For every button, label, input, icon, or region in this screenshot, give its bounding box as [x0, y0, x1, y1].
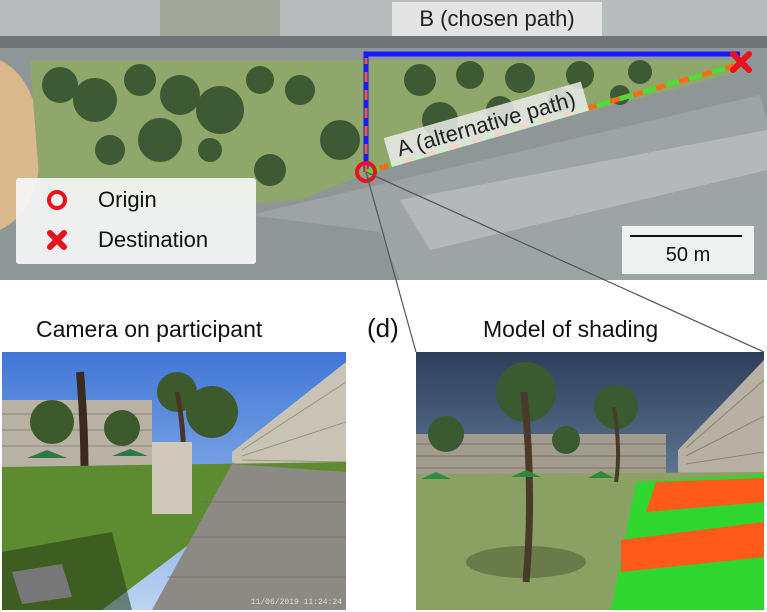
- model-graphic: [416, 352, 764, 610]
- path-b-label: B (chosen path): [392, 2, 602, 36]
- origin-icon: [16, 189, 98, 211]
- scale-bar: [630, 235, 742, 237]
- scale-bar-box: 50 m: [622, 226, 754, 274]
- photo-timestamp: 11/06/2019 11:24:24: [250, 598, 342, 607]
- participant-camera-photo: 11/06/2019 11:24:24: [2, 352, 346, 610]
- caption-camera: Camera on participant: [36, 316, 263, 342]
- destination-marker: [730, 51, 752, 73]
- shading-model-render: [416, 352, 764, 610]
- sunlit-zone-near: [621, 522, 764, 572]
- legend-origin: Origin: [16, 182, 157, 218]
- caption-model: Model of shading: [483, 316, 659, 342]
- caption-panel-letter: (d): [367, 313, 399, 343]
- legend-origin-label: Origin: [98, 187, 157, 212]
- legend-destination-label: Destination: [98, 227, 209, 252]
- aerial-map: B (chosen path) A (alternative path) Ori…: [0, 0, 767, 280]
- scale-label: 50 m: [665, 244, 711, 266]
- destination-icon: [16, 229, 98, 251]
- legend-destination: Destination: [16, 222, 208, 258]
- photo-graphic: [2, 352, 346, 610]
- sunlit-zone-far: [646, 478, 764, 512]
- map-legend: Origin Destination: [16, 178, 256, 264]
